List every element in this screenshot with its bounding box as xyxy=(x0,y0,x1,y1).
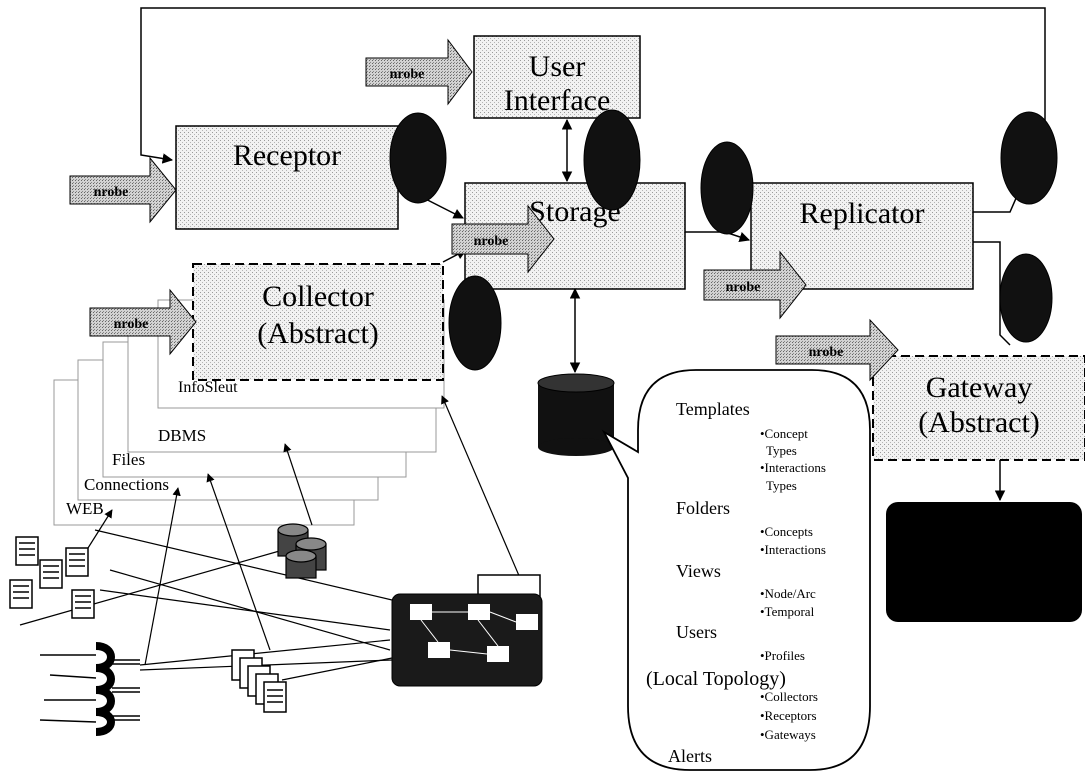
callout-node-arc: •Node/Arc xyxy=(760,586,816,601)
files-stack-icon xyxy=(231,649,287,713)
probe-node-collector xyxy=(448,275,502,371)
web-pages-icon xyxy=(9,536,95,619)
probe-node-top-right xyxy=(1000,111,1058,205)
data-source-lines xyxy=(19,395,521,681)
probe-arrow-collector: nrobe xyxy=(89,288,197,356)
user-interface-box: User Interface xyxy=(473,35,641,119)
user-interface-label-line1: User xyxy=(529,50,586,83)
receptor-box: Receptor xyxy=(175,125,399,230)
files-layer-label: Files xyxy=(112,450,145,469)
callout-users: Users xyxy=(676,622,717,642)
probe-arrow-ui: nrobe xyxy=(365,38,473,106)
dbms-cylinders-icon xyxy=(277,523,327,579)
infosleut-network-icon xyxy=(391,574,543,687)
gateway-label-line1: Gateway xyxy=(926,371,1033,404)
callout-concept-types-2: Types xyxy=(766,443,797,458)
callout-concepts: •Concepts xyxy=(760,524,813,539)
gateway-box: Gateway (Abstract) xyxy=(872,355,1085,461)
probe-node-storage xyxy=(700,141,754,235)
dbms-layer-label: DBMS xyxy=(158,426,206,445)
collector-box: Collector (Abstract) InfoSleut xyxy=(178,263,444,396)
callout-folders: Folders xyxy=(676,498,730,518)
callout-interaction-types-2: Types xyxy=(766,478,797,493)
storage-contents-callout: Templates •Concept Types •Interactions T… xyxy=(601,369,871,771)
storage-database-icon xyxy=(537,373,615,456)
connections-plug-icon xyxy=(39,642,140,736)
probe-arrows: nrobe nrobe nrobe nrobe nrobe nrobe xyxy=(69,38,899,382)
callout-local-topology: (Local Topology) xyxy=(646,668,786,690)
svg-text:nrobe: nrobe xyxy=(474,234,509,249)
callout-collectors: •Collectors xyxy=(760,689,818,704)
svg-text:nrobe: nrobe xyxy=(390,67,425,82)
probe-arrow-receptor: nrobe xyxy=(69,156,177,224)
probe-arrow-storage: nrobe xyxy=(451,204,555,274)
collector-label-line1: Collector xyxy=(262,280,374,313)
svg-text:nrobe: nrobe xyxy=(809,345,844,360)
callout-interaction-types-1: •Interactions xyxy=(760,460,826,475)
probe-arrow-gateway: nrobe xyxy=(775,318,899,382)
svg-text:nrobe: nrobe xyxy=(114,317,149,332)
probe-arrow-replicator: nrobe xyxy=(703,250,807,320)
probe-node-ui xyxy=(583,109,641,211)
gateway-label-line2: (Abstract) xyxy=(918,406,1040,439)
callout-receptors: •Receptors xyxy=(760,708,817,723)
source-layers: WEB Connections Files DBMS xyxy=(53,299,445,526)
callout-gateways: •Gateways xyxy=(760,727,816,742)
feedback-loop-line xyxy=(140,7,1046,164)
callout-views: Views xyxy=(676,561,721,581)
callout-interactions: •Interactions xyxy=(760,542,826,557)
svg-text:nrobe: nrobe xyxy=(94,185,129,200)
user-interface-label-line2: Interface xyxy=(504,84,611,117)
probe-node-receptor xyxy=(389,112,447,204)
receptor-label: Receptor xyxy=(233,139,341,172)
replicator-label: Replicator xyxy=(800,197,925,230)
callout-profiles: •Profiles xyxy=(760,648,805,663)
web-layer-label: WEB xyxy=(66,499,104,518)
callout-templates: Templates xyxy=(676,399,750,419)
callout-temporal: •Temporal xyxy=(760,604,815,619)
callout-alerts: Alerts xyxy=(668,746,712,766)
probe-node-gateway xyxy=(999,253,1053,343)
callout-concept-types-1: •Concept xyxy=(760,426,808,441)
gateway-output-display xyxy=(886,502,1082,622)
probe-nodes xyxy=(389,109,1058,371)
connections-layer-label: Connections xyxy=(84,475,169,494)
collector-label-line2: (Abstract) xyxy=(257,317,379,350)
infosleut-layer-label: InfoSleut xyxy=(178,379,238,396)
svg-text:nrobe: nrobe xyxy=(726,280,761,295)
